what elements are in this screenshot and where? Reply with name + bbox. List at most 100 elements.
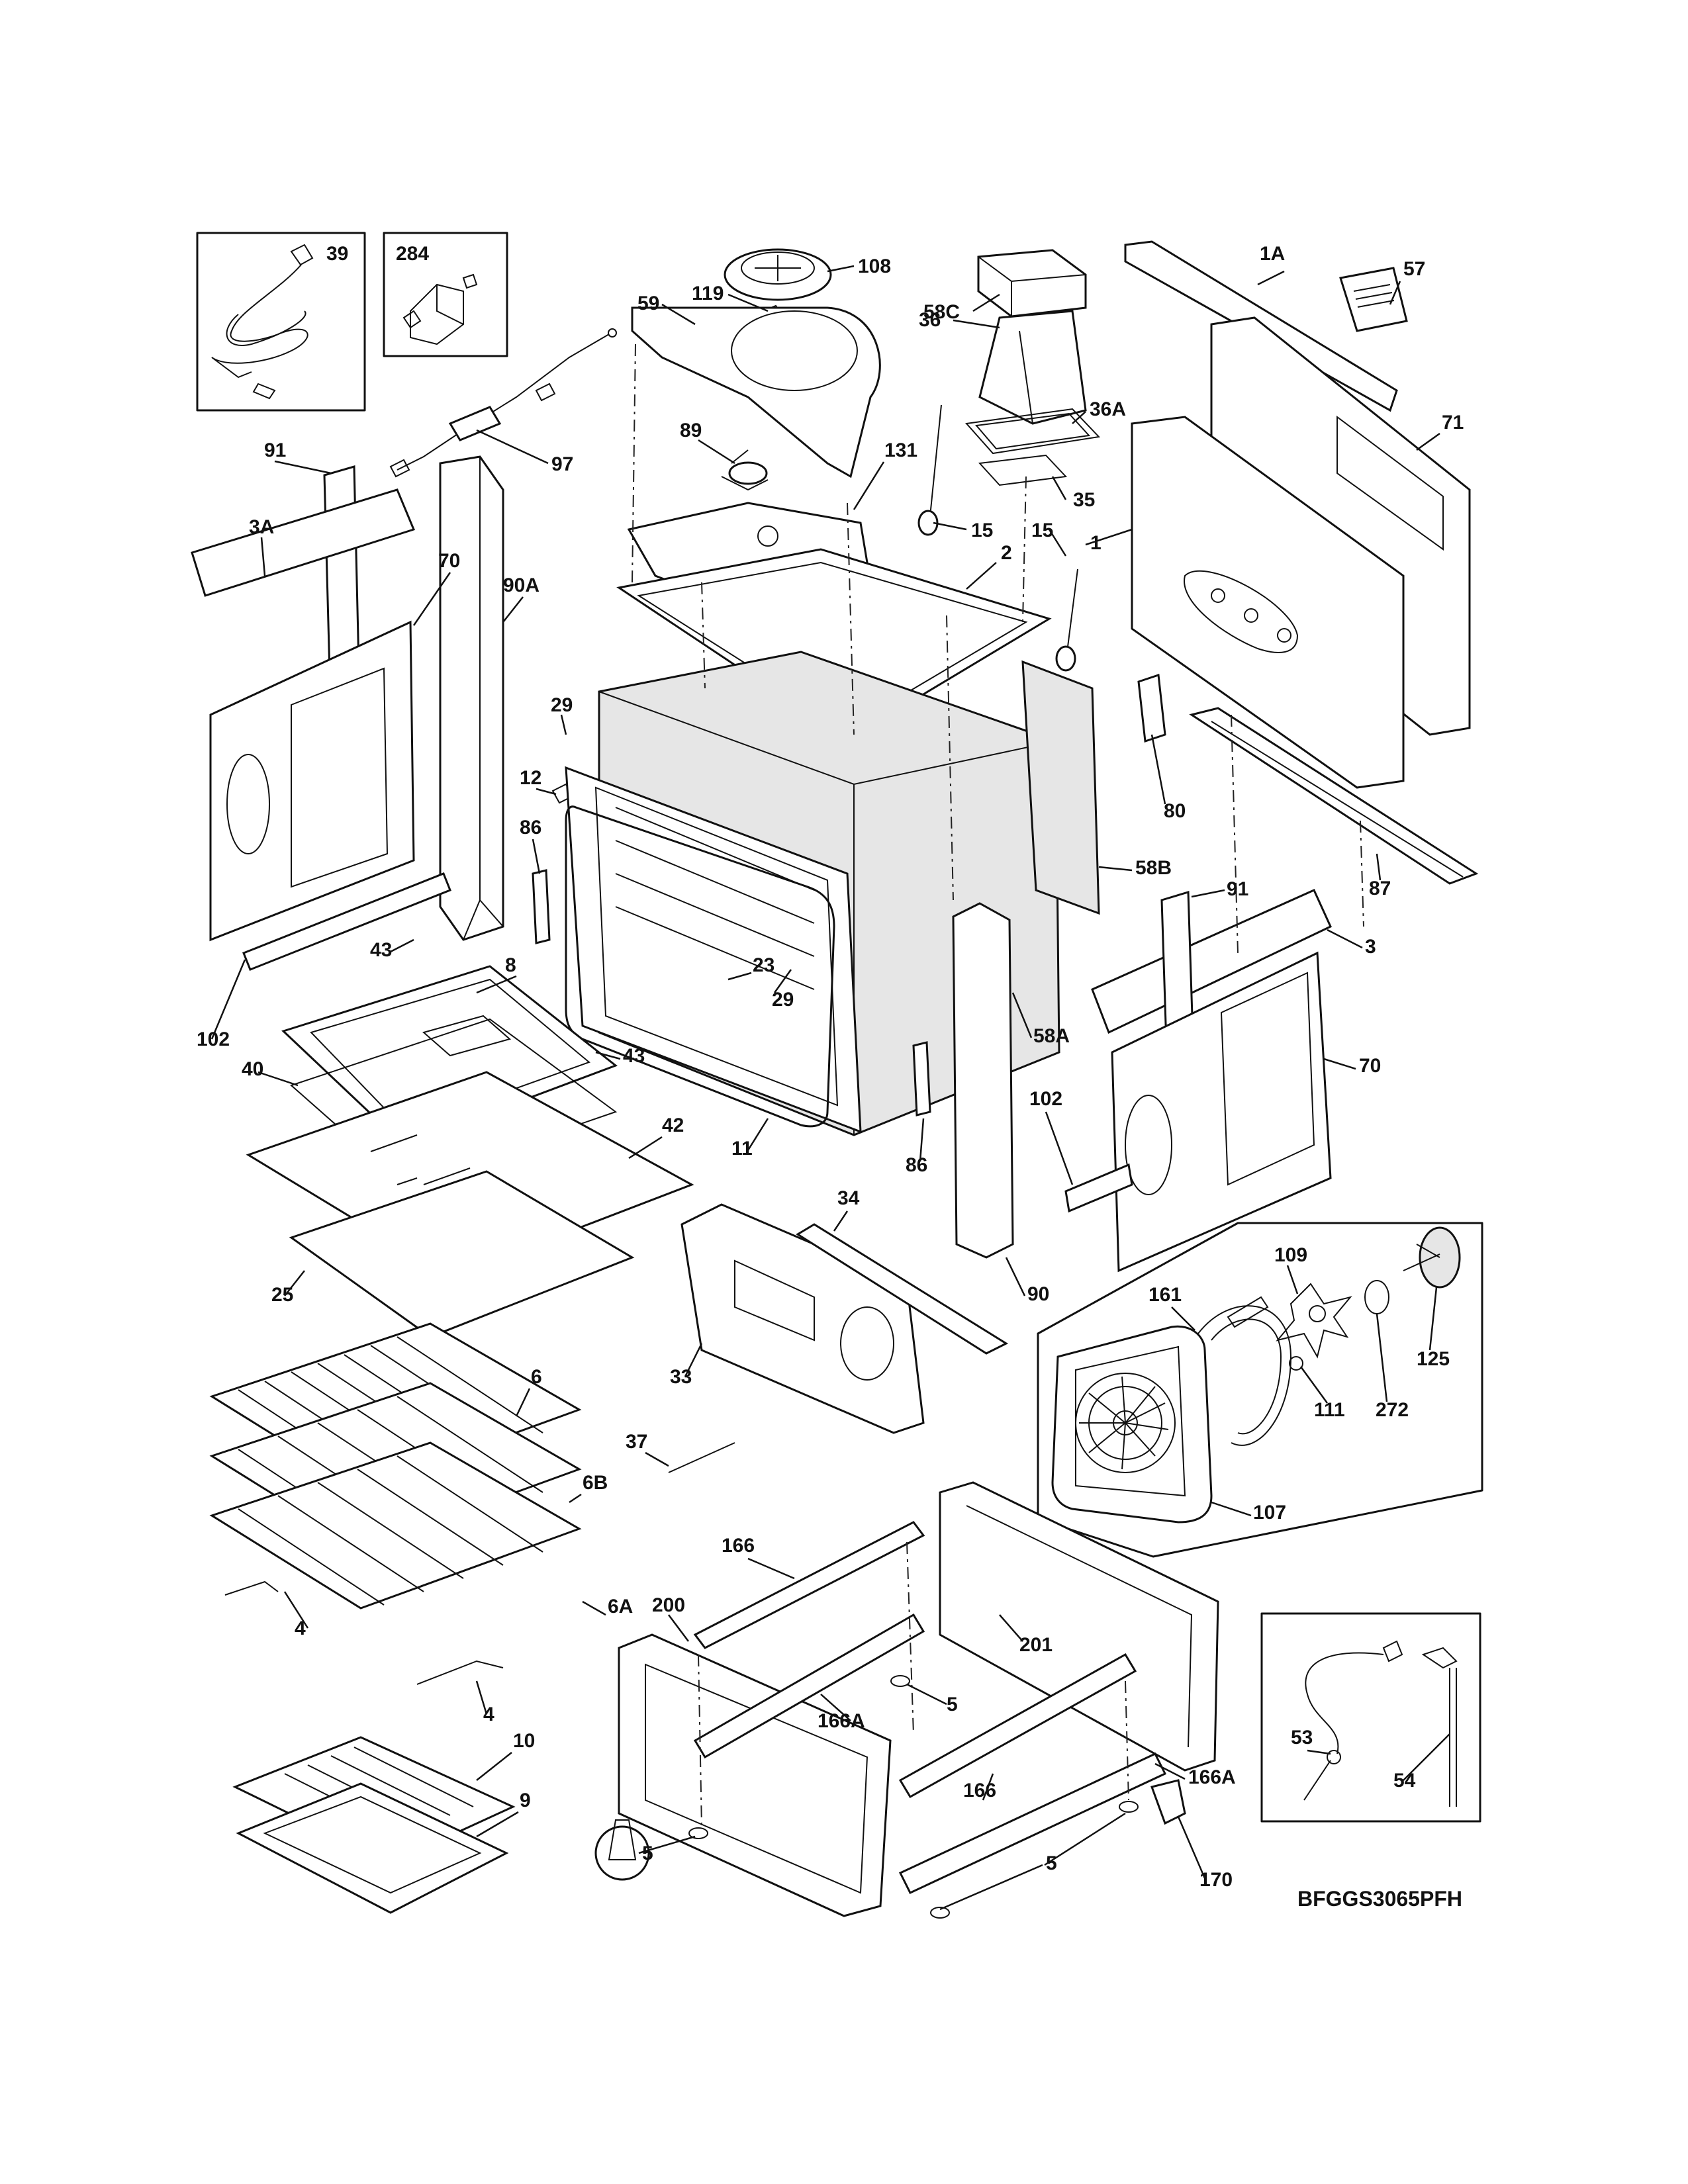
callout-1A: 1A [1260, 243, 1285, 265]
leader-line [1323, 1058, 1356, 1070]
inset-switch-284 [383, 232, 508, 357]
callout-108: 108 [858, 255, 891, 277]
leader-line [1044, 1812, 1126, 1866]
leader-line [1376, 1313, 1388, 1402]
leader-line [502, 596, 524, 623]
callout-89: 89 [680, 420, 702, 441]
part-33-panel [680, 1203, 925, 1434]
part-70-left-panel [209, 620, 415, 942]
callout-86-a: 86 [520, 817, 541, 839]
part-25-plate [289, 1170, 635, 1338]
callout-29-a: 29 [551, 694, 573, 716]
part-166-rail-lower [898, 1653, 1137, 1799]
leader-line [274, 460, 332, 475]
leader-line [645, 1451, 669, 1467]
leader-line [827, 265, 855, 273]
leader-line [284, 1270, 305, 1297]
leader-line [1211, 1501, 1252, 1517]
leader-line [476, 1752, 512, 1781]
callout-34: 34 [837, 1187, 860, 1209]
callout-119: 119 [692, 283, 724, 304]
part-9-broiler-pan [236, 1782, 509, 1914]
callout-91-b: 91 [1227, 878, 1248, 900]
leader-line [698, 439, 735, 465]
callout-87: 87 [1369, 878, 1391, 899]
leader-line [390, 938, 414, 953]
callout-35: 35 [1073, 489, 1095, 511]
callout-43-b: 43 [623, 1045, 645, 1067]
part-37-rod [668, 1442, 735, 1473]
part-102-right-rail [1064, 1163, 1133, 1213]
callout-161: 161 [1149, 1284, 1182, 1306]
callout-58B: 58B [1135, 857, 1172, 879]
leader-line [1005, 1257, 1026, 1297]
leader-line [684, 1343, 703, 1377]
part-59-duct [631, 306, 881, 478]
leader-line [1307, 1749, 1331, 1755]
leader-line [1191, 889, 1225, 898]
callout-4-b: 4 [483, 1704, 494, 1725]
leader-line [1416, 432, 1440, 451]
part-5-leveling-legs [594, 1675, 1139, 1919]
callout-5-a: 5 [947, 1694, 958, 1715]
callout-6B: 6B [583, 1472, 608, 1494]
leader-line [1085, 528, 1133, 546]
leader-line [1098, 866, 1133, 872]
part-90A-panel [439, 455, 504, 941]
leader-line [982, 1773, 994, 1801]
part-8-tray [281, 965, 618, 1146]
leader-line [773, 969, 792, 993]
part-102-left-rail [242, 872, 451, 971]
leader-line [939, 1864, 1043, 1911]
callout-37: 37 [626, 1431, 647, 1453]
callout-53: 53 [1291, 1727, 1313, 1749]
part-3-right-rail [1091, 889, 1332, 1034]
callout-8: 8 [505, 954, 516, 976]
callout-3A: 3A [249, 516, 274, 538]
leader-line [260, 537, 266, 576]
leader-line [747, 1557, 795, 1580]
part-70-right-panel [1111, 951, 1332, 1273]
leader-line [1048, 529, 1067, 557]
leader-line [820, 1694, 851, 1721]
callout-labels: 39 284 108 119 59 58C 36 36A 35 1A 57 71… [197, 243, 1464, 1911]
callout-107: 107 [1253, 1502, 1286, 1524]
part-80-bracket [1137, 673, 1166, 743]
part-6A-rack [209, 1441, 582, 1610]
leader-line [1376, 853, 1382, 881]
leader-line [475, 1680, 488, 1715]
part-108-fan-motor [724, 248, 832, 301]
leader-line [211, 959, 246, 1040]
callout-43-a: 43 [370, 939, 392, 961]
callout-80: 80 [1164, 800, 1186, 822]
callout-15-a: 15 [971, 520, 993, 541]
callout-91-a: 91 [264, 439, 286, 461]
inset-meat-probe [1260, 1612, 1481, 1823]
part-11-door-seal [565, 805, 835, 1128]
callout-70-b: 70 [1359, 1055, 1381, 1077]
leader-line [1299, 1366, 1329, 1404]
callout-102-b: 102 [1029, 1088, 1062, 1110]
callout-9: 9 [520, 1790, 531, 1811]
callout-39: 39 [326, 243, 348, 265]
leader-line [536, 788, 557, 796]
callout-40: 40 [242, 1058, 263, 1080]
callout-5-b: 5 [642, 1843, 653, 1864]
part-166A-rail-upper [693, 1613, 925, 1759]
callout-25: 25 [271, 1284, 293, 1306]
construction-lines [632, 343, 1364, 1827]
part-166A-rail-lower [898, 1752, 1167, 1894]
leader-line [1403, 1733, 1450, 1781]
model-code: BFGGS3065PFH [1297, 1887, 1462, 1911]
part-4-rack-slides [224, 1580, 504, 1685]
leader-line [1389, 281, 1401, 305]
part-35-gasket [978, 454, 1068, 486]
callout-1: 1 [1090, 532, 1102, 554]
part-58C-block [977, 249, 1087, 318]
callout-166A-b: 166A [1188, 1766, 1236, 1788]
leader-line [919, 1118, 925, 1162]
callout-4-a: 4 [295, 1617, 306, 1639]
callout-58C: 58C [923, 301, 960, 323]
leader-line [1072, 411, 1086, 424]
